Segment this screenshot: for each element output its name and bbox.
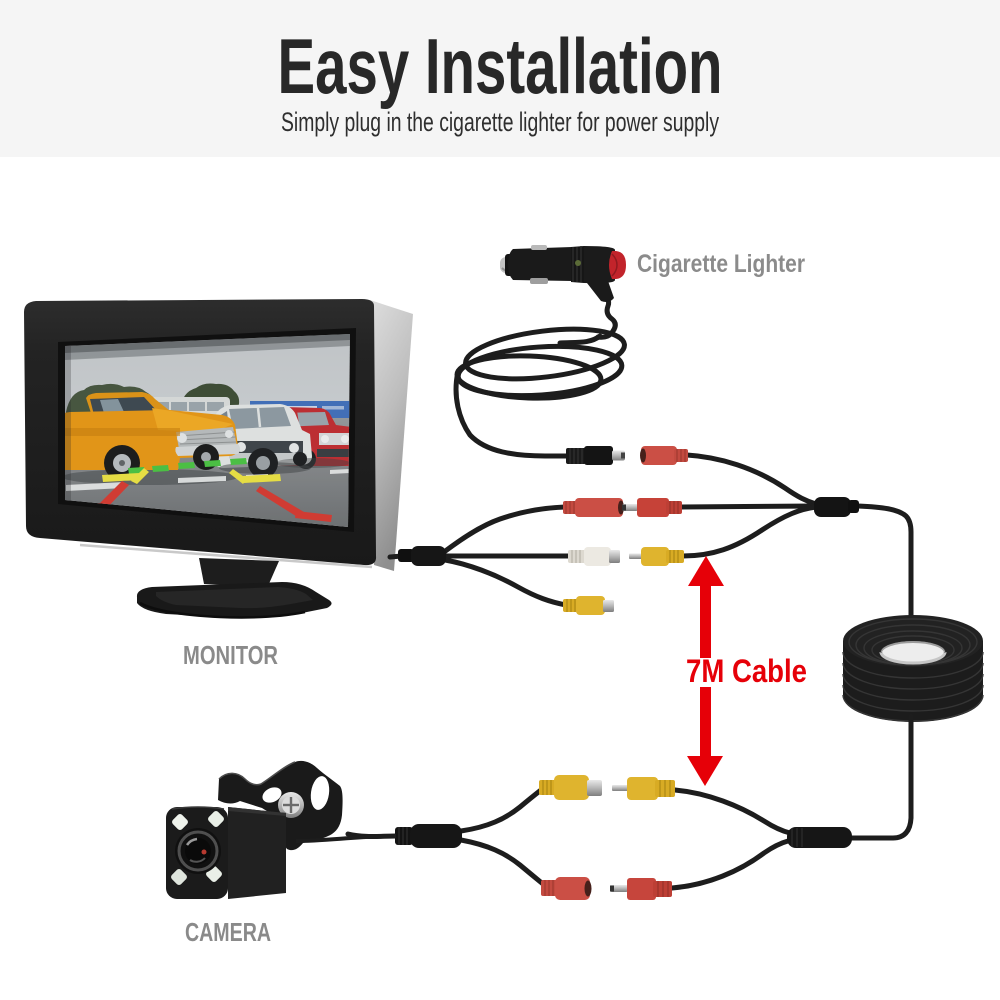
svg-text:Easy Installation: Easy Installation	[278, 22, 723, 110]
svg-text:Simply plug in the cigarette l: Simply plug in the cigarette lighter for…	[281, 107, 719, 137]
svg-text:CAMERA: CAMERA	[185, 917, 271, 947]
svg-text:Cigarette Lighter: Cigarette Lighter	[637, 250, 805, 278]
svg-text:7M Cable: 7M Cable	[686, 653, 807, 689]
svg-text:MONITOR: MONITOR	[183, 640, 278, 670]
